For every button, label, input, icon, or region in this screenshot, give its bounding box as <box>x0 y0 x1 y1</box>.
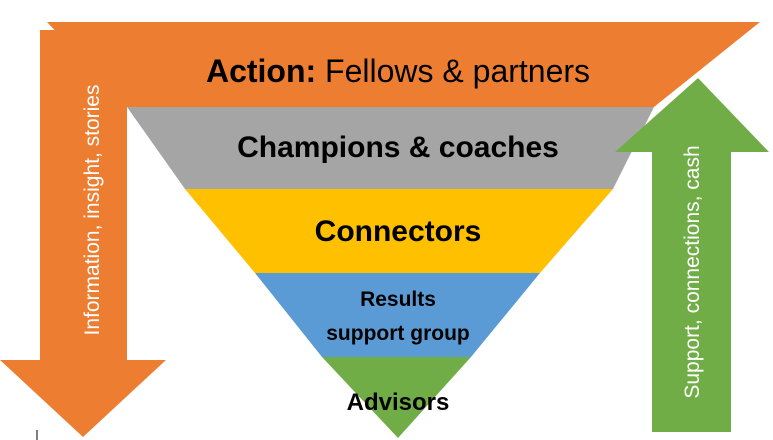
connectors-layer <box>185 189 613 273</box>
support-up-arrow <box>615 78 769 432</box>
down-arrow-label: Information, insight, stories <box>81 85 104 336</box>
advisors-layer <box>322 357 471 438</box>
results-layer <box>255 273 540 357</box>
connectors-label: Connectors <box>315 215 482 248</box>
results-label-line1: Results <box>360 288 436 311</box>
action-label-rest: Fellows & partners <box>316 53 590 89</box>
information-down-arrow <box>0 30 166 437</box>
champions-label: Champions & coaches <box>237 131 559 164</box>
action-label: Action: Fellows & partners <box>206 53 590 89</box>
results-label-line2: support group <box>326 322 469 345</box>
champions-layer <box>127 107 654 189</box>
advisors-label: Advisors <box>347 389 450 416</box>
up-arrow-label: Support, connections, cash <box>681 145 704 398</box>
action-label-bold: Action: <box>206 53 316 89</box>
action-layer <box>47 22 760 107</box>
